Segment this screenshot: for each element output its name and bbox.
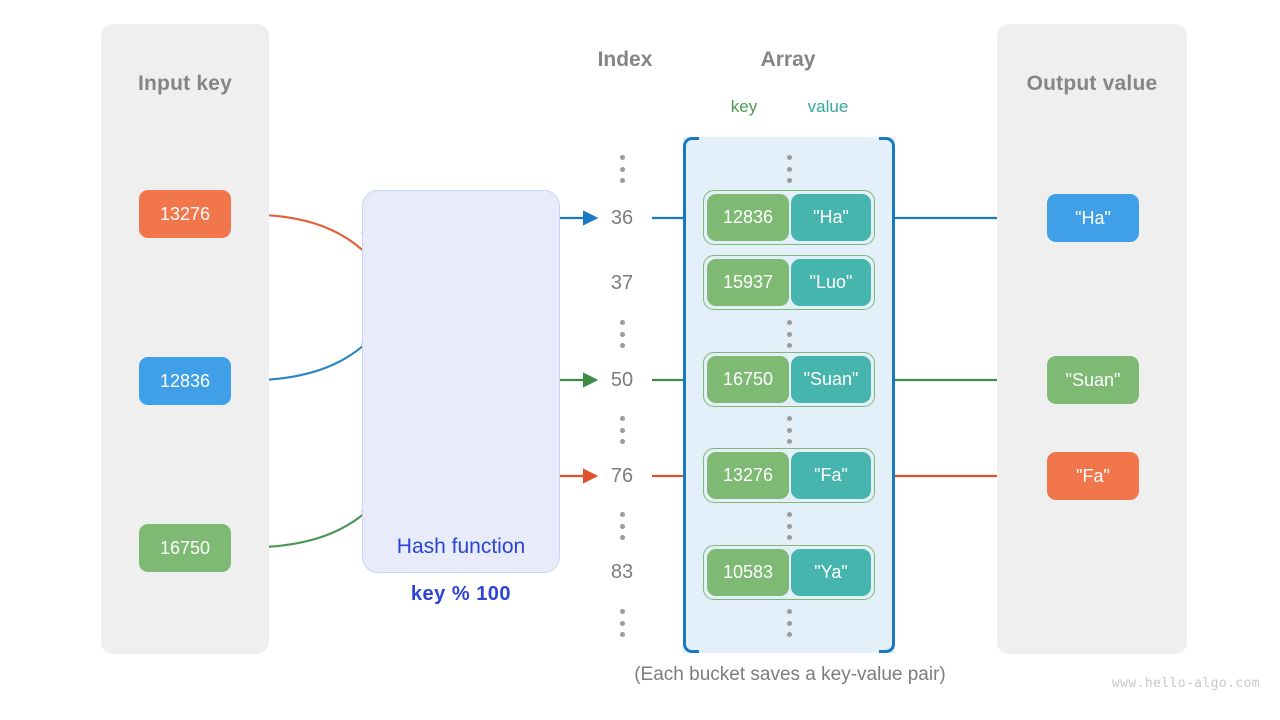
bucket-50-value: "Suan"	[791, 356, 871, 403]
index-column-header: Index	[597, 48, 653, 71]
bucket-36-key: 12836	[707, 194, 789, 241]
input-key-12836[interactable]: 12836	[139, 357, 231, 405]
input-key-13276[interactable]: 13276	[139, 190, 231, 238]
bucket-36[interactable]: 12836 "Ha"	[703, 190, 875, 245]
index-label-50: 50	[610, 369, 634, 391]
bucket-37-key: 15937	[707, 259, 789, 306]
hash-function-box: Hash function key % 100	[362, 190, 560, 605]
array-column-header: Array	[760, 48, 816, 71]
bucket-37-value: "Luo"	[791, 259, 871, 306]
index-ellipsis-top	[612, 155, 632, 183]
array-ellipsis-2	[779, 320, 799, 348]
index-label-36: 36	[610, 207, 634, 229]
index-label-37: 37	[610, 272, 634, 294]
input-panel-title: Input key	[138, 72, 232, 95]
key-subheader: key	[730, 97, 758, 116]
watermark: www.hello-algo.com	[1111, 676, 1260, 691]
bucket-76[interactable]: 13276 "Fa"	[703, 448, 875, 503]
diagram-caption: (Each bucket saves a key-value pair)	[634, 664, 946, 685]
bucket-50[interactable]: 16750 "Suan"	[703, 352, 875, 407]
hash-function-title: Hash function	[396, 535, 526, 558]
array-ellipsis-4	[779, 512, 799, 540]
array-bracket-left	[683, 137, 699, 653]
hash-function-expression: key % 100	[410, 583, 512, 605]
output-value-fa[interactable]: "Fa"	[1047, 452, 1139, 500]
output-value-panel: Output value	[997, 24, 1187, 654]
index-ellipsis-3	[612, 416, 632, 444]
array-ellipsis-bottom	[779, 609, 799, 637]
array-ellipsis-top	[779, 155, 799, 183]
value-subheader: value	[807, 97, 849, 116]
array-bracket-right	[879, 137, 895, 653]
bucket-76-value: "Fa"	[791, 452, 871, 499]
bucket-83-value: "Ya"	[791, 549, 871, 596]
output-panel-title: Output value	[1026, 72, 1158, 95]
output-value-ha[interactable]: "Ha"	[1047, 194, 1139, 242]
bucket-83-key: 10583	[707, 549, 789, 596]
bucket-50-key: 16750	[707, 356, 789, 403]
index-label-83: 83	[610, 561, 634, 583]
bucket-37[interactable]: 15937 "Luo"	[703, 255, 875, 310]
bucket-36-value: "Ha"	[791, 194, 871, 241]
index-ellipsis-2	[612, 320, 632, 348]
array-ellipsis-3	[779, 416, 799, 444]
index-ellipsis-4	[612, 512, 632, 540]
bucket-76-key: 13276	[707, 452, 789, 499]
index-label-76: 76	[610, 465, 634, 487]
bucket-83[interactable]: 10583 "Ya"	[703, 545, 875, 600]
index-ellipsis-bottom	[612, 609, 632, 637]
output-value-suan[interactable]: "Suan"	[1047, 356, 1139, 404]
input-key-16750[interactable]: 16750	[139, 524, 231, 572]
